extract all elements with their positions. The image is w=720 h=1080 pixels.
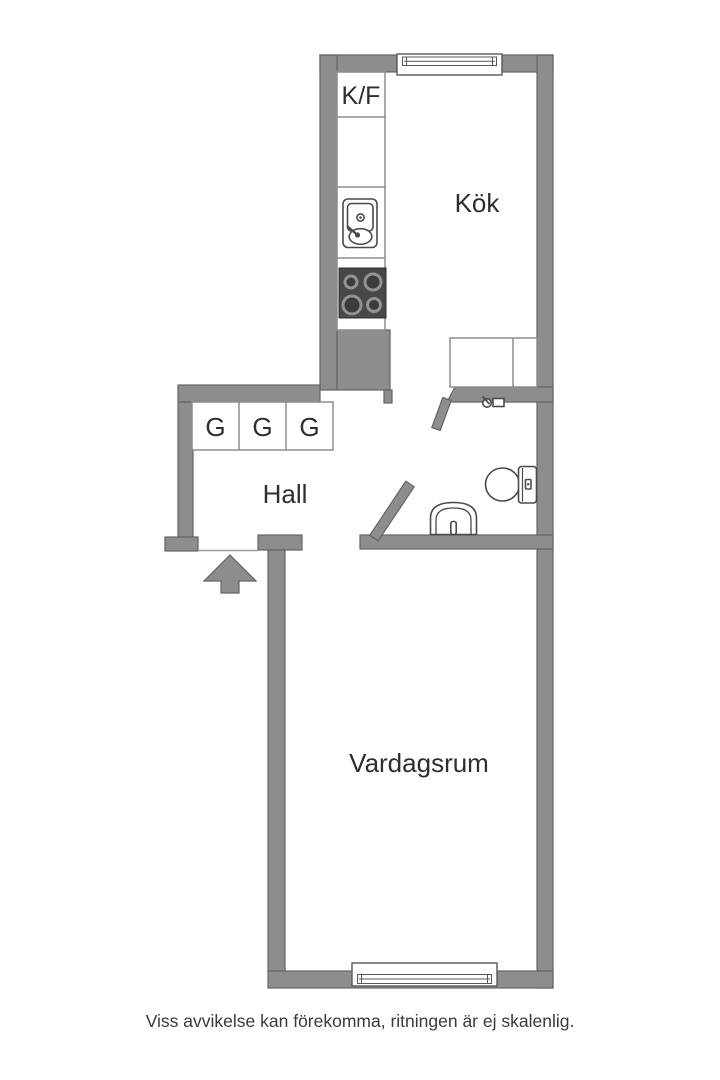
kitchen-counter-icon — [449, 337, 538, 388]
burner — [341, 294, 363, 316]
window-glazing — [402, 56, 497, 66]
wall-entry-cap-right — [257, 534, 303, 551]
kitchen-label: Kök — [455, 188, 501, 218]
window-frame — [396, 53, 503, 76]
tap-handle — [481, 395, 491, 405]
door-leaf-icon-bathroom — [368, 480, 416, 542]
sink-faucet — [346, 225, 358, 236]
window-glazing — [357, 974, 492, 984]
kitchen-sink-icon — [342, 198, 378, 249]
wardrobe-icon-row — [191, 401, 334, 451]
basin-faucet — [449, 520, 457, 536]
wall-livingroom-left — [267, 549, 286, 972]
burner — [343, 274, 359, 290]
wardrobe-2-label: G — [252, 412, 272, 442]
washbasin-icon — [429, 501, 478, 536]
wardrobe-1-label: G — [205, 412, 225, 442]
wall-stove-back-block — [336, 329, 391, 391]
toilet-button-dot — [527, 483, 530, 486]
living-room-label: Vardagsrum — [349, 748, 489, 778]
window-icon-bottom — [351, 962, 498, 987]
entrance-arrow-icon — [202, 554, 258, 594]
door-leaf-icon-kitchen — [431, 396, 452, 432]
burner — [363, 272, 383, 292]
sink-faucet-knob — [354, 232, 361, 238]
tap-box — [492, 397, 505, 408]
tap-valve — [481, 397, 492, 408]
disclaimer-text: Viss avvikelse kan förekomma, ritningen … — [146, 1011, 575, 1031]
doors — [198, 396, 452, 594]
basin-inner — [435, 507, 472, 535]
wall-kitchen-left — [319, 54, 338, 391]
wall-right — [536, 54, 554, 989]
burner — [366, 297, 382, 313]
wardrobe-3-label: G — [299, 412, 319, 442]
sink-drain-dot — [359, 216, 362, 219]
wall-bathroom-bottom — [359, 534, 554, 550]
hall-label: Hall — [263, 479, 308, 509]
toilet-icon — [484, 465, 538, 504]
stove-icon — [338, 267, 387, 319]
wall-entry-cap-left — [164, 536, 199, 552]
wall-hall-left — [177, 401, 194, 538]
toilet-bowl — [484, 467, 521, 502]
wardrobe-outline — [191, 401, 334, 451]
window-icon-top — [396, 53, 503, 76]
labels: K/F Kök G G G Hall Vardagsrum Viss avvik… — [146, 82, 575, 1031]
fridge-freezer-label: K/F — [342, 82, 381, 110]
tap-icon — [481, 395, 505, 408]
counter-outline — [449, 337, 538, 388]
wall-notch — [383, 389, 393, 404]
walls — [164, 54, 554, 989]
wall-hall-top — [177, 384, 321, 403]
